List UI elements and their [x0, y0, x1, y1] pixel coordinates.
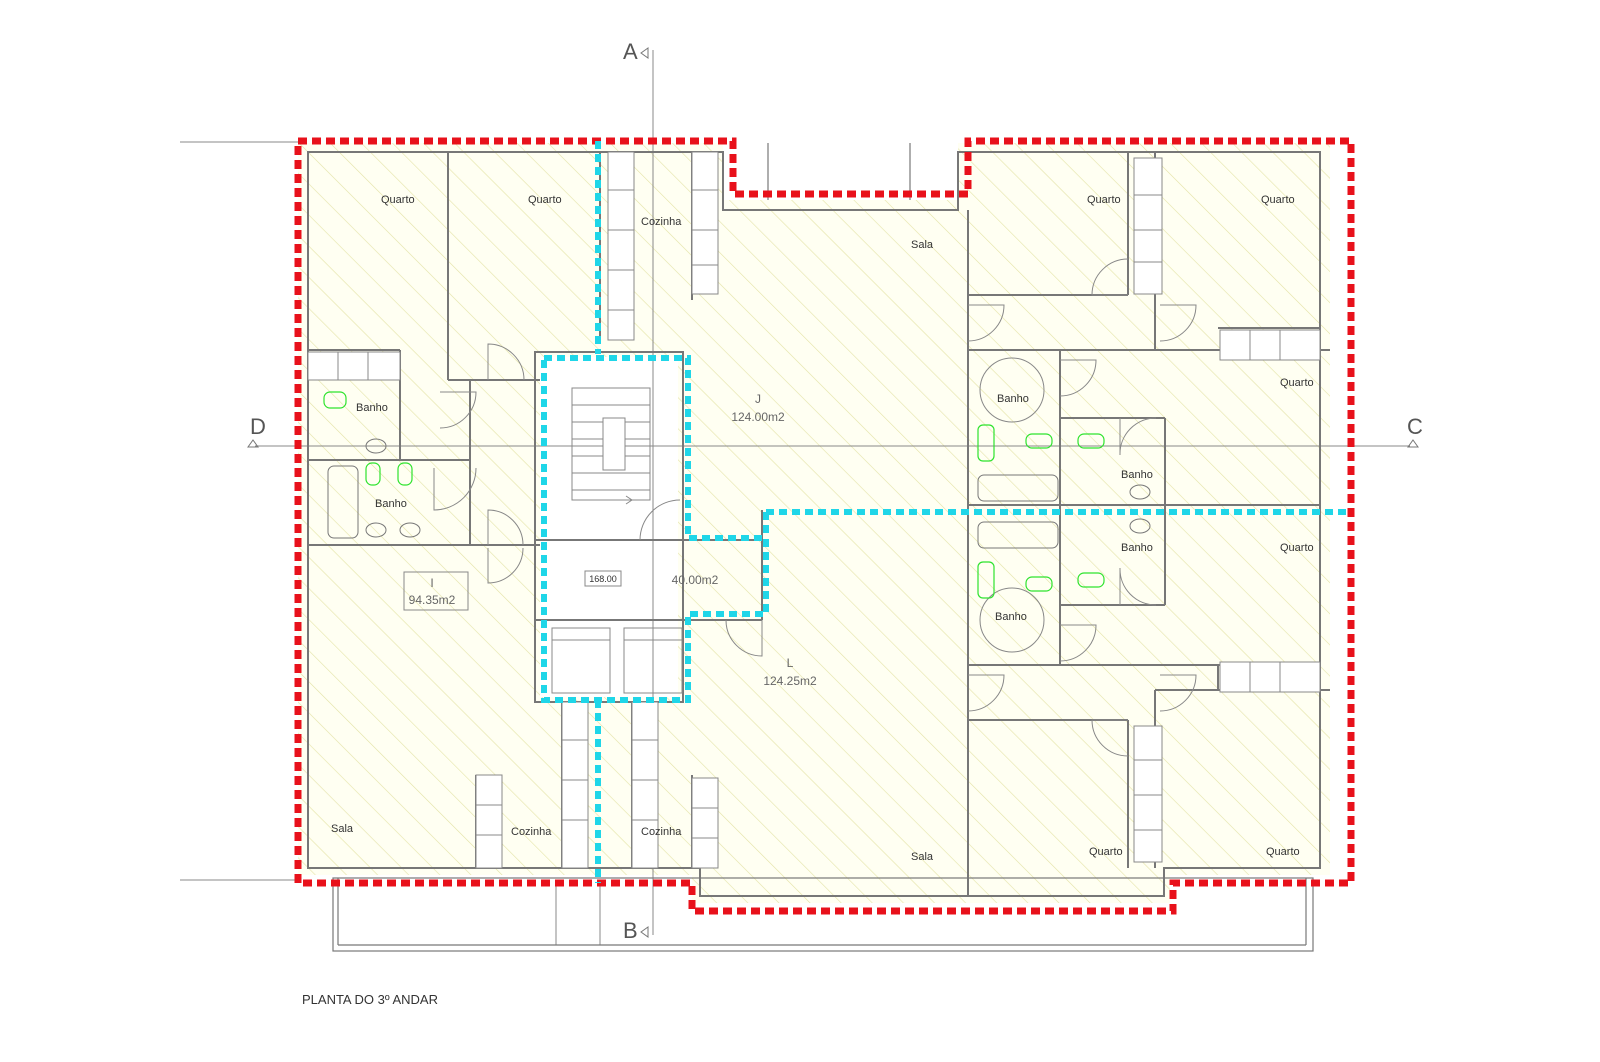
drawing-caption: PLANTA DO 3º ANDAR — [302, 992, 438, 1007]
bath-tubs-sinks — [327, 438, 1151, 549]
room-quarto: Quarto — [1266, 846, 1300, 858]
room-quarto: Quarto — [1089, 846, 1123, 858]
unit-l-area: 124.25m2 — [763, 674, 817, 688]
section-marker-d: D — [250, 414, 266, 439]
door-swings — [433, 258, 1197, 757]
unit-labels: I 94.35m2 J 124.00m2 L 124.25m2 168.00 4… — [409, 392, 817, 688]
stair-core — [551, 387, 683, 694]
section-marker-b: B — [623, 918, 638, 943]
cabinets — [307, 151, 1321, 869]
area-boxes — [403, 570, 622, 611]
room-banho: Banho — [1121, 469, 1153, 481]
core-area: 40.00m2 — [672, 573, 719, 587]
unit-l-name: L — [787, 656, 794, 670]
room-quarto: Quarto — [528, 194, 562, 206]
room-banho: Banho — [375, 498, 407, 510]
unit-j-name: J — [755, 392, 761, 406]
section-arrow-a — [640, 47, 649, 59]
room-quarto: Quarto — [1087, 194, 1121, 206]
room-sala: Sala — [331, 823, 354, 835]
floor-hatch — [298, 143, 1330, 903]
section-arrow-b — [640, 926, 649, 938]
room-sala: Sala — [911, 239, 934, 251]
room-labels: Quarto Quarto Cozinha Sala Quarto Quarto… — [331, 194, 1314, 863]
unit-i-area: 94.35m2 — [409, 593, 456, 607]
section-arrow-c — [1407, 439, 1419, 448]
section-markers: A B D C — [247, 39, 1423, 943]
room-cozinha: Cozinha — [641, 216, 682, 228]
shared-area-boundary-cyan — [541, 141, 1351, 883]
room-banho: Banho — [997, 393, 1029, 405]
room-banho: Banho — [356, 402, 388, 414]
section-marker-a: A — [623, 39, 638, 64]
room-banho: Banho — [995, 611, 1027, 623]
room-quarto: Quarto — [1280, 542, 1314, 554]
room-quarto: Quarto — [1280, 377, 1314, 389]
room-quarto: Quarto — [381, 194, 415, 206]
section-arrow-d — [247, 439, 259, 448]
room-banho: Banho — [1121, 542, 1153, 554]
section-marker-c: C — [1407, 414, 1423, 439]
room-sala: Sala — [911, 851, 934, 863]
core-code: 168.00 — [589, 574, 617, 584]
room-cozinha: Cozinha — [511, 826, 552, 838]
room-quarto: Quarto — [1261, 194, 1295, 206]
unit-j-area: 124.00m2 — [731, 410, 785, 424]
unit-i-name: I — [430, 576, 433, 590]
bathroom-fixtures — [323, 391, 1105, 599]
room-cozinha: Cozinha — [641, 826, 682, 838]
